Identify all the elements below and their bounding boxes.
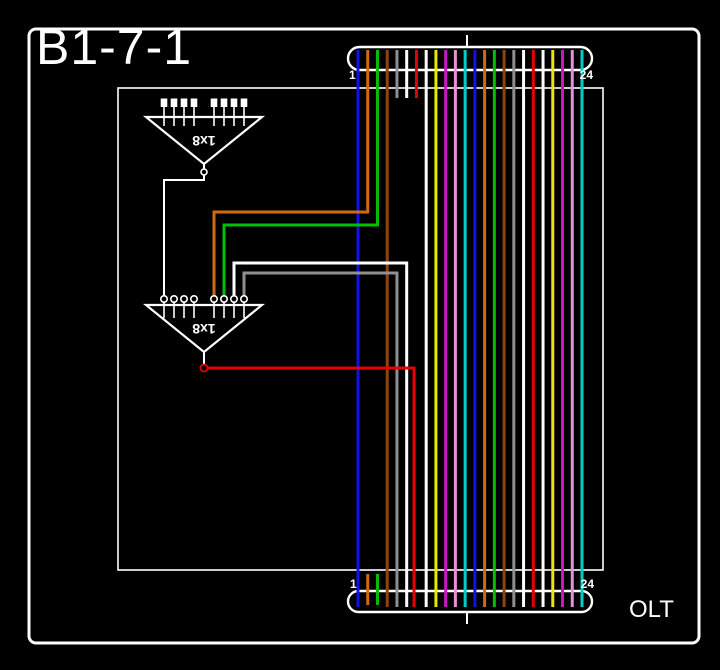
splitter-1-label: 1x8: [192, 133, 216, 149]
splitter-1-terminator-5: [210, 98, 218, 107]
bottom-connector-label-1: 1: [350, 577, 357, 591]
top-connector-label-1: 1: [349, 68, 356, 82]
splitter-2-label: 1x8: [192, 321, 216, 337]
fiber-5-slate-from-splitter: [242, 271, 399, 607]
splitter-1-terminator-7: [230, 98, 238, 107]
splitter-2-port-2: [170, 294, 179, 303]
fiber-7-red-from-splitter-input: [206, 366, 416, 607]
fiber-3-green-to-splitter: [222, 50, 379, 296]
splitter-2-input-port: [199, 363, 209, 373]
splice-enclosure-box: [117, 87, 604, 571]
splitter-2-body: [142, 303, 266, 354]
top-connector-body: [346, 45, 594, 72]
splitter-2: 1x8: [142, 303, 266, 354]
bottom-connector-label-24: 24: [581, 577, 595, 591]
splitter-2-port-3: [180, 294, 189, 303]
fiber-lines: [206, 50, 584, 607]
bottom-connector-body: [346, 589, 594, 614]
splitter-2-port-6: [220, 294, 229, 303]
splitter-1-terminator-8: [240, 98, 248, 107]
fiber-2-orange-to-splitter: [212, 50, 370, 296]
splitter-2-port-4: [190, 294, 199, 303]
splitter-1-terminator-2: [170, 98, 178, 107]
splitter-2-port-7: [230, 294, 239, 303]
olt-label: OLT: [629, 596, 674, 623]
top-connector: [346, 35, 594, 72]
top-connector-label-24: 24: [580, 68, 594, 82]
page-title: B1-7-1: [36, 19, 192, 75]
bottom-connector: [346, 589, 594, 624]
splitter-2-port-1: [160, 294, 169, 303]
splitter-1: 1x8: [142, 115, 266, 166]
cascade-link-line: [163, 175, 205, 296]
splitter-1-input-port: [200, 168, 208, 176]
outer-border: [27, 27, 701, 645]
splitter-ports: [160, 98, 249, 373]
splitter-2-port-5: [210, 294, 219, 303]
splitter-1-terminator-6: [220, 98, 228, 107]
splitter-1-terminator-1: [160, 98, 168, 107]
splitter-1-terminator-4: [190, 98, 198, 107]
splitter-1-body: [142, 115, 266, 166]
splitter-1-terminator-3: [180, 98, 188, 107]
splitter-2-port-8: [240, 294, 249, 303]
fiber-6-white-from-splitter: [232, 261, 409, 607]
